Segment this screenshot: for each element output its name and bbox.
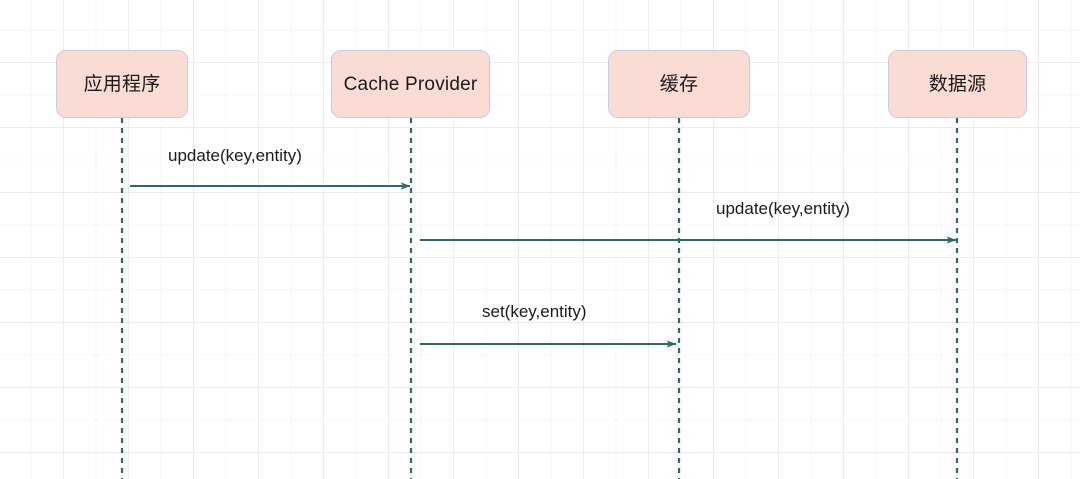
participant-label-cache: 缓存 <box>659 73 699 95</box>
lifelines-group <box>120 118 959 479</box>
participant-label-app: 应用程序 <box>83 73 161 95</box>
participant-box-cache-provider[interactable]: Cache Provider <box>331 50 490 118</box>
message-label-1: update(key,entity) <box>168 146 302 165</box>
message-label-2: update(key,entity) <box>716 199 850 218</box>
participant-box-cache[interactable]: 缓存 <box>608 50 750 118</box>
message-label-3: set(key,entity) <box>482 302 587 321</box>
message-arrows-group <box>130 182 957 348</box>
participant-label-cache-provider: Cache Provider <box>343 73 478 95</box>
participant-label-datasource: 数据源 <box>928 73 987 95</box>
participant-box-app[interactable]: 应用程序 <box>56 50 188 118</box>
participant-box-datasource[interactable]: 数据源 <box>888 50 1027 118</box>
